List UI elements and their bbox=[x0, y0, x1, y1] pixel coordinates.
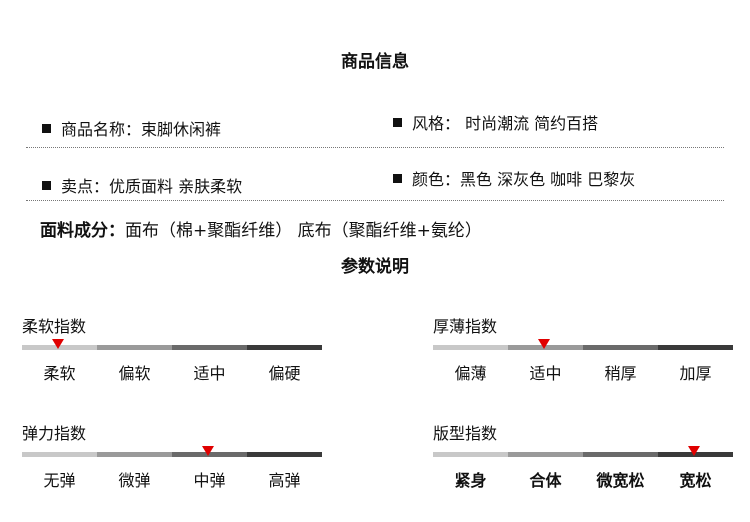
gauge-option: 柔软 bbox=[43, 364, 76, 383]
gauge-marker-elasticity bbox=[201, 446, 214, 456]
section-title-product-info: 商品信息 bbox=[341, 52, 409, 72]
gauge-marker-softness bbox=[51, 339, 64, 349]
gauge-option: 合体 bbox=[529, 471, 562, 490]
gauge-option: 偏薄 bbox=[454, 364, 487, 383]
gauge-title-elasticity: 弹力指数 bbox=[22, 424, 87, 443]
gauge-segment bbox=[508, 452, 583, 457]
dotted-divider bbox=[26, 147, 724, 148]
gauge-labels-elasticity: 无弹 微弹 中弹 高弹 bbox=[22, 467, 322, 491]
gauge-marker-fit bbox=[687, 446, 700, 456]
gauge-segment bbox=[247, 345, 322, 350]
section-title-params: 参数说明 bbox=[341, 257, 409, 277]
gauge-segment bbox=[172, 345, 247, 350]
gauge-labels-fit: 紧身 合体 微宽松 宽松 bbox=[433, 467, 733, 491]
square-bullet-icon bbox=[42, 124, 51, 133]
dotted-divider bbox=[26, 200, 724, 201]
fabric-composition: 面料成分：面布（棉+聚酯纤维） 底布（聚酯纤维+氨纶） bbox=[40, 216, 482, 241]
gauge-segment bbox=[583, 345, 658, 350]
fabric-label: 面料成分： bbox=[40, 221, 125, 241]
square-bullet-icon bbox=[42, 181, 51, 190]
square-bullet-icon bbox=[393, 174, 402, 183]
info-color-text: 颜色：黑色 深灰色 咖啡 巴黎灰 bbox=[412, 170, 636, 189]
gauge-bar-softness bbox=[22, 345, 322, 350]
gauge-segment bbox=[247, 452, 322, 457]
info-selling-point-text: 卖点：优质面料 亲肤柔软 bbox=[61, 177, 243, 196]
gauge-title-thickness: 厚薄指数 bbox=[433, 317, 498, 336]
gauge-option: 适中 bbox=[193, 364, 226, 383]
square-bullet-icon bbox=[393, 118, 402, 127]
gauge-segment bbox=[433, 452, 508, 457]
gauge-segment bbox=[433, 345, 508, 350]
gauge-title-softness: 柔软指数 bbox=[22, 317, 87, 336]
info-product-name-text: 商品名称：束脚休闲裤 bbox=[61, 120, 222, 139]
gauge-option: 无弹 bbox=[43, 471, 76, 490]
info-style: 风格： 时尚潮流 简约百搭 bbox=[393, 110, 598, 134]
fabric-value: 面布（棉+聚酯纤维） 底布（聚酯纤维+氨纶） bbox=[125, 221, 482, 241]
gauge-marker-thickness bbox=[537, 339, 550, 349]
gauge-option: 中弹 bbox=[193, 471, 226, 490]
gauge-option: 紧身 bbox=[454, 471, 487, 490]
gauge-segment bbox=[658, 345, 733, 350]
gauge-option: 微弹 bbox=[118, 471, 151, 490]
gauge-option: 适中 bbox=[529, 364, 562, 383]
gauge-labels-thickness: 偏薄 适中 稍厚 加厚 bbox=[433, 360, 733, 384]
gauge-segment bbox=[97, 452, 172, 457]
gauge-segment bbox=[22, 452, 97, 457]
gauge-option: 宽松 bbox=[679, 471, 712, 490]
gauge-labels-softness: 柔软 偏软 适中 偏硬 bbox=[22, 360, 322, 384]
gauge-option: 加厚 bbox=[679, 364, 712, 383]
gauge-option: 稍厚 bbox=[604, 364, 637, 383]
gauge-segment bbox=[583, 452, 658, 457]
gauge-bar-elasticity bbox=[22, 452, 322, 457]
gauge-segment bbox=[97, 345, 172, 350]
info-color: 颜色：黑色 深灰色 咖啡 巴黎灰 bbox=[393, 166, 635, 190]
info-product-name: 商品名称：束脚休闲裤 bbox=[42, 116, 221, 140]
gauge-bar-thickness bbox=[433, 345, 733, 350]
gauge-option: 偏软 bbox=[118, 364, 151, 383]
gauge-option: 偏硬 bbox=[268, 364, 301, 383]
gauge-title-fit: 版型指数 bbox=[433, 424, 498, 443]
info-style-text: 风格： 时尚潮流 简约百搭 bbox=[412, 114, 599, 133]
gauge-option: 微宽松 bbox=[596, 471, 645, 490]
info-selling-point: 卖点：优质面料 亲肤柔软 bbox=[42, 173, 242, 197]
gauge-option: 高弹 bbox=[268, 471, 301, 490]
